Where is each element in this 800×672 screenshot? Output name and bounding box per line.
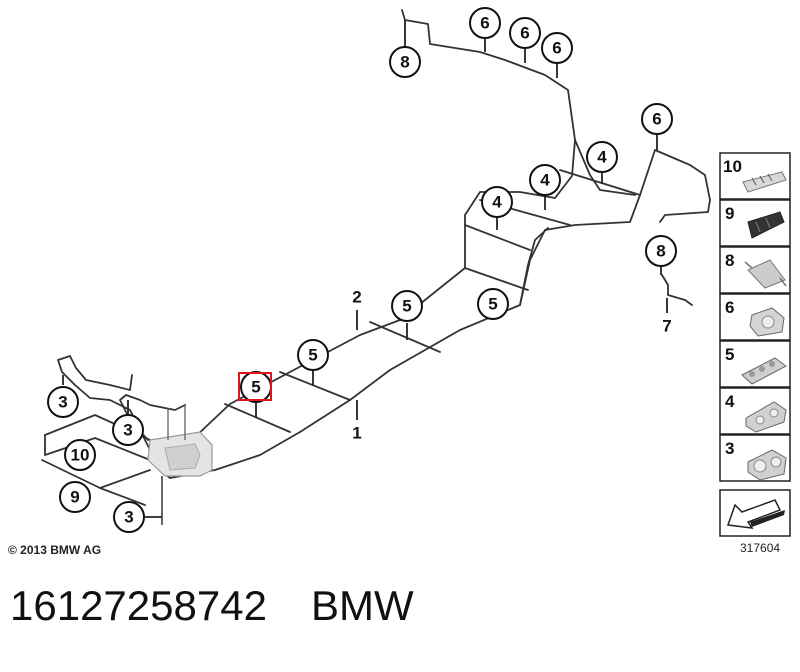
svg-text:4: 4 bbox=[597, 148, 607, 167]
label-2: 2 bbox=[352, 288, 361, 307]
svg-text:8: 8 bbox=[656, 242, 665, 261]
callout-6-b: 6 bbox=[509, 17, 541, 49]
legend-item-3[interactable]: 3 bbox=[719, 434, 791, 482]
part-number[interactable]: 16127258742 bbox=[10, 582, 267, 629]
legend-item-6[interactable]: 6 bbox=[719, 293, 791, 341]
callout-5-a: 5 bbox=[391, 290, 423, 322]
callout-4-b: 4 bbox=[529, 164, 561, 196]
svg-text:5: 5 bbox=[251, 378, 260, 397]
callout-4-a: 4 bbox=[586, 141, 618, 173]
svg-text:3: 3 bbox=[124, 508, 133, 527]
svg-text:6: 6 bbox=[480, 14, 489, 33]
clip-6-icon bbox=[749, 307, 785, 337]
callout-4-c: 4 bbox=[481, 186, 513, 218]
callout-6-a: 6 bbox=[469, 7, 501, 39]
filter-module bbox=[147, 405, 213, 525]
brand-name: BMW bbox=[310, 582, 414, 629]
svg-text:6: 6 bbox=[652, 110, 661, 129]
callouts: 6 6 6 8 6 4 4 4 bbox=[47, 7, 677, 533]
arrow-icon bbox=[726, 499, 785, 529]
svg-text:1: 1 bbox=[352, 424, 361, 443]
svg-text:5: 5 bbox=[725, 345, 734, 364]
callout-5-highlighted[interactable]: 5 bbox=[238, 371, 272, 403]
highlight-box bbox=[238, 372, 272, 401]
svg-text:3: 3 bbox=[123, 421, 132, 440]
svg-text:3: 3 bbox=[58, 393, 67, 412]
clip-10-icon bbox=[742, 171, 787, 193]
callout-6-c: 6 bbox=[541, 32, 573, 64]
svg-text:6: 6 bbox=[725, 298, 734, 317]
svg-text:10: 10 bbox=[71, 446, 90, 465]
legend-arrow-box[interactable] bbox=[719, 489, 791, 537]
svg-text:5: 5 bbox=[402, 297, 411, 316]
callout-8-right: 8 bbox=[645, 235, 677, 267]
callout-6-d: 6 bbox=[641, 103, 673, 135]
legend-item-4[interactable]: 4 bbox=[719, 387, 791, 435]
legend-item-9[interactable]: 9 bbox=[719, 199, 791, 247]
svg-text:5: 5 bbox=[488, 295, 497, 314]
callout-10: 10 bbox=[64, 439, 96, 471]
part-number-footer: 16127258742 BMW bbox=[10, 582, 790, 652]
drawing-number: 317604 bbox=[740, 541, 780, 555]
svg-text:4: 4 bbox=[492, 193, 502, 212]
clip-4-icon bbox=[745, 401, 787, 433]
svg-text:8: 8 bbox=[725, 251, 734, 270]
clip-9-icon bbox=[747, 211, 785, 239]
callout-5-b: 5 bbox=[477, 288, 509, 320]
callout-9: 9 bbox=[59, 481, 91, 513]
clip-5-icon bbox=[741, 357, 787, 385]
copyright-text: © 2013 BMW AG bbox=[8, 543, 101, 557]
svg-text:5: 5 bbox=[308, 346, 317, 365]
svg-text:7: 7 bbox=[662, 317, 671, 336]
svg-text:6: 6 bbox=[520, 24, 529, 43]
svg-text:6: 6 bbox=[552, 39, 561, 58]
svg-text:4: 4 bbox=[540, 171, 550, 190]
label-1: 1 bbox=[352, 424, 361, 443]
callout-3-c: 3 bbox=[113, 501, 145, 533]
callout-3-b: 3 bbox=[112, 414, 144, 446]
parts-legend: 10 9 8 6 bbox=[719, 152, 791, 537]
svg-text:10: 10 bbox=[723, 157, 742, 176]
callout-5-c: 5 bbox=[297, 339, 329, 371]
svg-text:2: 2 bbox=[352, 288, 361, 307]
svg-text:9: 9 bbox=[70, 488, 79, 507]
legend-item-8[interactable]: 8 bbox=[719, 246, 791, 294]
clip-8-icon bbox=[744, 259, 787, 289]
label-7: 7 bbox=[662, 317, 671, 336]
svg-text:4: 4 bbox=[725, 392, 735, 411]
legend-item-5[interactable]: 5 bbox=[719, 340, 791, 388]
svg-text:9: 9 bbox=[725, 204, 734, 223]
callout-3-a: 3 bbox=[47, 386, 79, 418]
clip-3-icon bbox=[747, 449, 787, 481]
callout-8-top: 8 bbox=[389, 46, 421, 78]
svg-text:3: 3 bbox=[725, 439, 734, 458]
svg-text:8: 8 bbox=[400, 53, 409, 72]
legend-item-10[interactable]: 10 bbox=[719, 152, 791, 200]
